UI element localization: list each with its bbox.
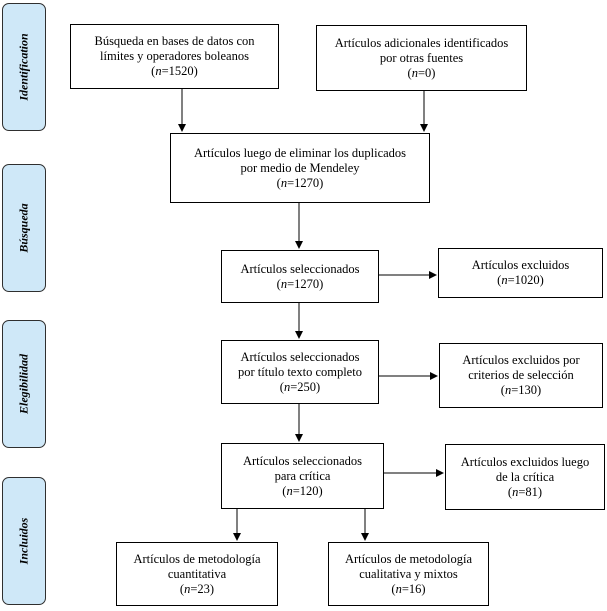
box-excluded-criteria-count: (n=130) (500, 383, 542, 397)
box-quantitative: Artículos de metodología cuantitativa (n… (116, 542, 278, 606)
box-excluded-critique: Artículos excluidos luego de la crítica … (445, 444, 605, 510)
box-qualitative-mixed-line-1: Artículos de metodología (344, 551, 473, 566)
box-selected-fulltext-line-1: Artículos seleccionados (240, 349, 360, 364)
box-after-duplicates-line-2: por medio de Mendeley (240, 160, 360, 175)
box-quantitative-line-2: cuantitativa (167, 566, 227, 581)
box-database-search: Búsqueda en bases de datos con límites y… (70, 24, 279, 89)
box-quantitative-line-1: Artículos de metodología (133, 551, 261, 566)
box-selected-critique: Artículos seleccionados para crítica (n=… (221, 443, 384, 509)
box-qualitative-mixed-count: (n=16) (391, 581, 426, 596)
box-selected-critique-line-2: para crítica (274, 468, 331, 483)
box-excluded-critique-line-1: Artículos excluidos luego (460, 454, 590, 469)
box-selected-fulltext-count: (n=250) (279, 379, 321, 394)
box-excluded-criteria: Artículos excluidos por criterios de sel… (439, 343, 603, 408)
box-after-duplicates: Artículos luego de eliminar los duplicad… (170, 133, 430, 203)
box-selected-fulltext: Artículos seleccionados por título texto… (221, 340, 379, 404)
box-excluded-line-1: Artículos excluidos (471, 258, 570, 272)
box-excluded-criteria-line-2: criterios de selección (468, 368, 574, 382)
box-after-duplicates-line-1: Artículos luego de eliminar los duplicad… (193, 145, 407, 160)
box-selected: Artículos seleccionados (n=1270) (221, 250, 379, 303)
box-excluded: Artículos excluidos (n=1020) (438, 248, 603, 298)
phase-identification: Identification (2, 3, 46, 131)
box-excluded-critique-count: (n=81) (507, 484, 543, 499)
box-quantitative-count: (n=23) (179, 581, 215, 596)
box-database-search-line-1: Búsqueda en bases de datos con (94, 34, 255, 48)
box-other-sources: Artículos adicionales identificados por … (316, 25, 527, 91)
box-qualitative-mixed-line-2: cualitativa y mixtos (359, 566, 458, 581)
box-after-duplicates-count: (n=1270) (276, 175, 324, 190)
box-selected-count: (n=1270) (276, 276, 324, 291)
box-database-search-count: (n=1520) (151, 64, 198, 78)
box-other-sources-line-2: por otras fuentes (379, 50, 464, 65)
box-excluded-count: (n=1020) (497, 273, 544, 287)
phase-elegibilidad: Elegibilidad (2, 320, 46, 448)
box-other-sources-count: (n=0) (407, 65, 436, 80)
box-selected-critique-line-1: Artículos seleccionados (242, 453, 363, 468)
box-qualitative-mixed: Artículos de metodología cualitativa y m… (328, 542, 489, 606)
phase-busqueda: Búsqueda (2, 164, 46, 292)
box-other-sources-line-1: Artículos adicionales identificados (334, 35, 509, 50)
box-selected-fulltext-line-2: por título texto completo (238, 364, 362, 379)
box-selected-line-1: Artículos seleccionados (240, 261, 360, 276)
phase-incluidos: Incluidos (2, 477, 46, 605)
box-selected-critique-count: (n=120) (282, 483, 323, 498)
box-excluded-criteria-line-1: Artículos excluidos por (462, 353, 580, 367)
box-excluded-critique-line-2: de la crítica (495, 469, 555, 484)
box-database-search-line-2: límites y operadores boleanos (100, 49, 249, 63)
